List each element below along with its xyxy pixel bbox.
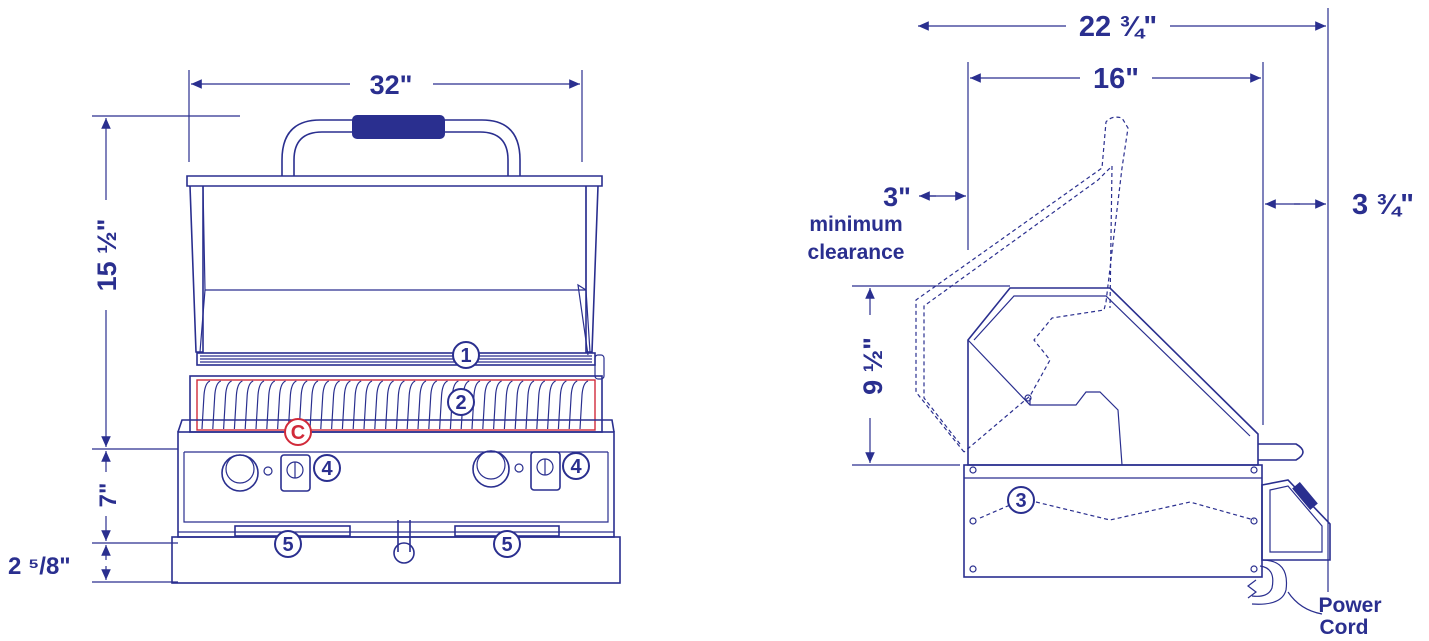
side-grill-depth-dimension: 16" [968, 62, 1263, 425]
callout-2: 2 [448, 389, 474, 415]
callout-4-left: 4 [314, 455, 340, 481]
grate-bar [224, 381, 232, 429]
grate-bar [569, 381, 577, 429]
grate-bar [558, 381, 566, 429]
grate-bar [310, 381, 318, 429]
front-base-dimension: 7" [92, 451, 178, 543]
hood-height-label: 9 ½" [858, 337, 888, 395]
power-cord: Power Cord [1248, 560, 1382, 639]
front-width-label: 32" [370, 70, 413, 100]
svg-text:3: 3 [1015, 490, 1026, 512]
svg-text:5: 5 [501, 534, 512, 556]
left-igniter-panel[interactable] [281, 455, 310, 491]
front-height-label: 15 ½" [92, 219, 122, 292]
callout-c: C [285, 419, 311, 445]
power-cord-line-2: Cord [1320, 616, 1369, 639]
grate-bar [364, 381, 372, 429]
grill-base [172, 520, 620, 583]
grate-bar [278, 381, 286, 429]
grate-bar [386, 381, 394, 429]
grate-bar [342, 381, 350, 429]
side-handle [1258, 444, 1303, 460]
grate-bar [515, 381, 523, 429]
grate-bar [548, 381, 556, 429]
side-rear-clearance-dimension: 3 ¾" [1265, 189, 1414, 221]
left-knob[interactable] [222, 455, 258, 491]
front-controls [222, 451, 560, 491]
right-igniter-panel[interactable] [531, 452, 560, 490]
callout-1: 1 [453, 342, 479, 368]
side-hood-height-dimension: 9 ½" [852, 286, 1010, 465]
grate-bar [213, 381, 221, 429]
grate-bar [418, 381, 426, 429]
grate-bar [537, 381, 545, 429]
grate-bar [375, 381, 383, 429]
callout-3: 3 [1008, 487, 1034, 513]
grate-bar [256, 381, 264, 429]
grate-bar [332, 381, 340, 429]
right-indicator-light [515, 464, 523, 472]
svg-text:1: 1 [460, 345, 471, 367]
callout-4-right: 4 [563, 453, 589, 479]
grill-lid [187, 176, 602, 355]
grate-bar [321, 381, 329, 429]
firebox [178, 420, 614, 537]
handle-grip [352, 115, 445, 139]
grate-bar [483, 381, 491, 429]
side-min-clearance-dimension: 3" minimum clearance [808, 182, 966, 264]
grate-bar [234, 381, 242, 429]
closed-hood [968, 288, 1303, 465]
svg-text:5: 5 [282, 534, 293, 556]
callout-5-left: 5 [275, 531, 301, 557]
power-cord-line-1: Power [1318, 594, 1381, 617]
grate-bar [494, 381, 502, 429]
svg-text:4: 4 [321, 458, 333, 480]
grate-bar [202, 381, 210, 429]
front-height-dimension: 15 ½" [92, 116, 240, 449]
grate-bar [526, 381, 534, 429]
callout-5-right: 5 [494, 531, 520, 557]
grate-bar [407, 381, 415, 429]
side-view: 22 ¾" 16" 3" minimum clearance 3 ¾" [808, 8, 1415, 639]
grate-bars [202, 381, 588, 429]
rear-clearance-label: 3 ¾" [1352, 189, 1414, 221]
grate-bar [440, 381, 448, 429]
side-grill-depth-label: 16" [1093, 63, 1139, 95]
grate-bar [504, 381, 512, 429]
clearance-line-2: clearance [808, 241, 905, 264]
clearance-line-1: minimum [809, 213, 902, 236]
side-control-box [1262, 480, 1330, 560]
side-total-depth-label: 22 ¾" [1079, 11, 1157, 43]
svg-text:2: 2 [455, 392, 466, 414]
warming-rack [197, 353, 604, 379]
front-foot-label: 2 ⁵/8" [8, 553, 71, 580]
open-lid-outline [916, 117, 1128, 452]
grate-bar [267, 381, 275, 429]
grate-bar [429, 381, 437, 429]
svg-text:4: 4 [570, 456, 582, 478]
clearance-value-label: 3" [883, 182, 911, 212]
grate-bar [245, 381, 253, 429]
lid-handle [282, 115, 520, 176]
power-inlet [398, 520, 410, 552]
svg-text:C: C [291, 422, 305, 444]
side-body [964, 465, 1262, 577]
cooking-grate [190, 376, 602, 432]
left-indicator-light [264, 467, 272, 475]
front-base-label: 7" [95, 483, 122, 508]
right-knob[interactable] [473, 451, 509, 487]
front-view: 32" 15 ½" 7" 2 ⁵/8" [8, 70, 620, 583]
grate-bar [396, 381, 404, 429]
grate-bar [580, 381, 588, 429]
grate-bar [353, 381, 361, 429]
front-foot-dimension: 2 ⁵/8" [8, 545, 178, 582]
